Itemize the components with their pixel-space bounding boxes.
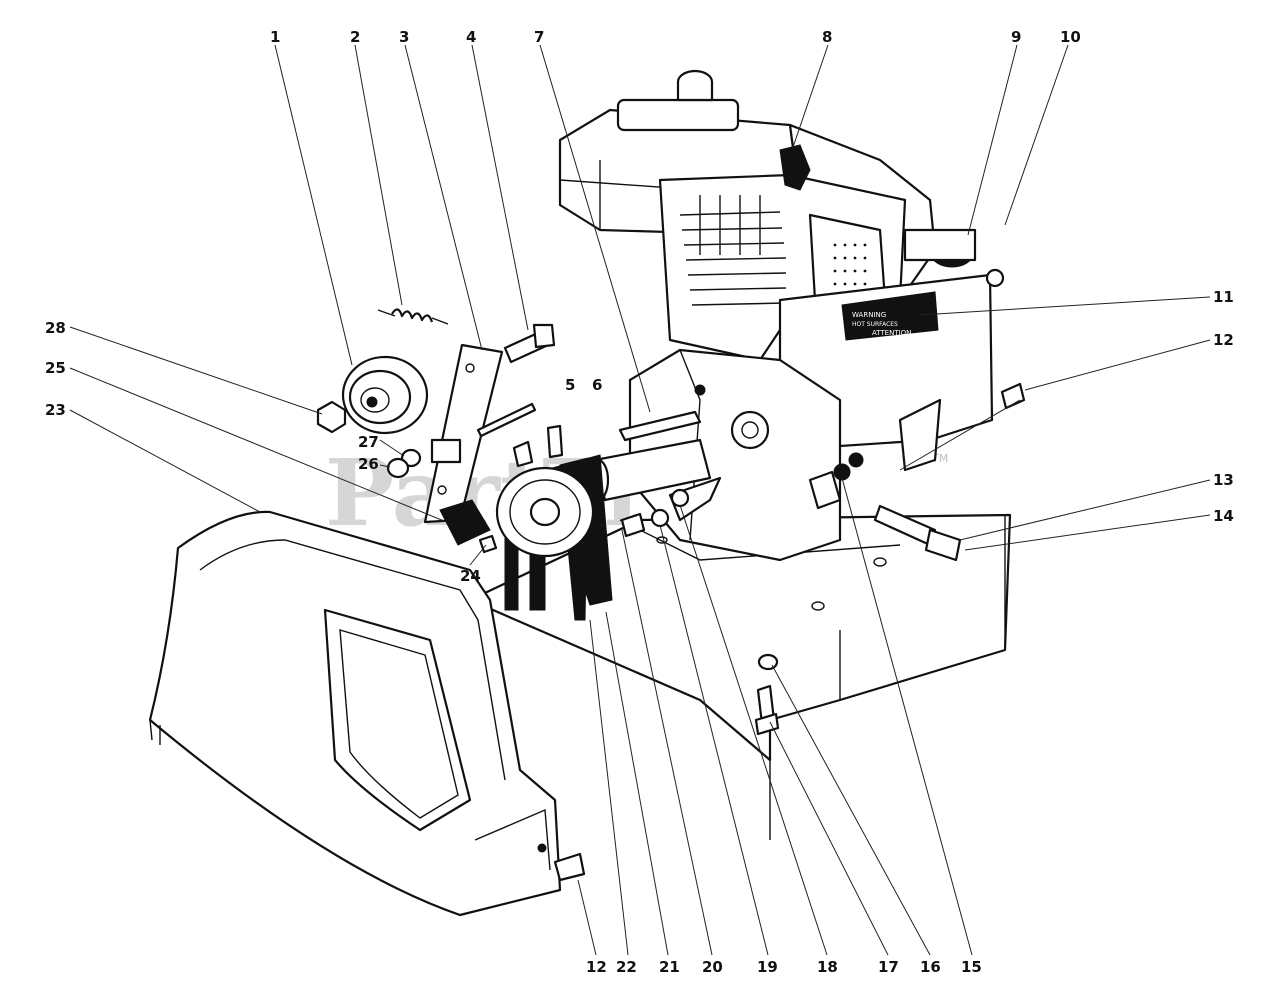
frame-plate <box>468 513 1012 840</box>
callout-24: 24 <box>460 567 481 585</box>
decal-line-1: WARNING <box>852 311 886 319</box>
key <box>512 440 534 468</box>
callout-23: 23 <box>45 401 66 419</box>
callout-3: 3 <box>399 28 409 46</box>
callout-11: 11 <box>1213 288 1234 306</box>
callout-25: 25 <box>45 359 66 377</box>
decal-line-2: HOT SURFACES <box>852 321 898 328</box>
callout-12-bottom: 12 <box>586 958 607 976</box>
callout-12-right: 12 <box>1213 331 1234 349</box>
callout-16: 16 <box>920 958 941 976</box>
grip-pad <box>439 499 491 546</box>
callout-22: 22 <box>616 958 637 976</box>
decal-line-3: ATTENTION <box>872 329 911 337</box>
spring <box>377 308 449 325</box>
callout-6: 6 <box>592 376 602 394</box>
leader-lines <box>69 44 1211 956</box>
callout-20: 20 <box>702 958 723 976</box>
callout-18: 18 <box>817 958 838 976</box>
engine-decal: WARNING HOT SURFACES ATTENTION <box>841 291 939 341</box>
callout-numbers: 1 2 3 4 7 8 9 10 11 12 13 14 28 25 23 5 … <box>45 28 1234 976</box>
callout-9: 9 <box>1011 28 1021 46</box>
nut-28 <box>316 400 347 434</box>
callout-13: 13 <box>1213 471 1234 489</box>
belt-cover <box>148 510 586 917</box>
spacer-26 <box>386 457 410 479</box>
callout-14: 14 <box>1213 507 1234 525</box>
bottom-hardware <box>620 382 1026 736</box>
callout-17: 17 <box>878 958 899 976</box>
callout-1: 1 <box>270 28 280 46</box>
callout-8: 8 <box>822 28 832 46</box>
bracket-rod <box>476 402 537 438</box>
set-screw <box>546 424 564 459</box>
callout-21: 21 <box>659 958 680 976</box>
callout-7: 7 <box>534 28 544 46</box>
callout-28: 28 <box>45 319 66 337</box>
engine: WARNING HOT SURFACES ATTENTION <box>558 69 1005 562</box>
callout-15: 15 <box>961 958 982 976</box>
callout-2: 2 <box>350 28 360 46</box>
callout-27: 27 <box>358 433 379 451</box>
bolt-4 <box>503 323 556 364</box>
drive-pulley <box>495 454 613 621</box>
callout-4: 4 <box>466 28 476 46</box>
callout-5: 5 <box>565 376 575 394</box>
callout-26: 26 <box>358 455 379 473</box>
callout-19: 19 <box>757 958 778 976</box>
idler-pulley <box>341 355 429 435</box>
callout-10: 10 <box>1060 28 1081 46</box>
